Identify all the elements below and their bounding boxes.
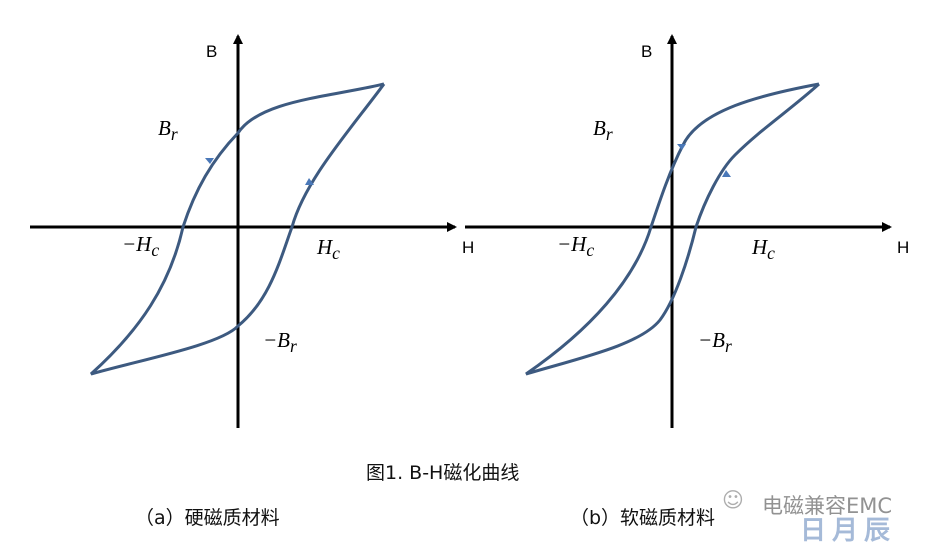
remanence-label: Br [158,116,178,145]
coercivity-label: Hc [317,235,340,264]
h-axis-label: H [462,238,475,257]
coercivity-symbol: H [317,235,333,259]
arrow-up-icon [722,170,731,177]
neg-coercivity-label: −Hc [557,232,594,261]
caption-b: （b）软磁质材料 [570,507,716,529]
remanence-label: Br [593,116,613,145]
caption-a: （a）硬磁质材料 [135,507,280,529]
figure-title: 图1. B-H磁化曲线 [366,462,520,484]
coercivity-label: Hc [752,235,775,264]
coercivity-subscript: c [586,240,595,261]
neg-remanence-symbol: −B [698,328,725,352]
neg-coercivity-symbol: −H [122,232,152,256]
neg-remanence-label: −Br [263,328,297,357]
remanence-subscript: r [170,124,178,145]
b-axis-label: B [206,42,218,61]
neg-remanence-symbol: −B [263,328,290,352]
arrow-down-icon [205,158,214,164]
coercivity-symbol: H [752,235,768,259]
remanence-subscript: r [290,336,297,357]
b-axis-label: B [641,42,653,61]
coercivity-subscript: c [332,243,340,264]
neg-coercivity-label: −Hc [122,232,159,261]
coercivity-subscript: c [767,243,775,264]
watermark-brand: 日月辰 [800,516,897,546]
hysteresis-loop-hard [89,82,386,376]
h-axis-label: H [897,238,910,257]
remanence-symbol: B [158,116,171,140]
watermark-text: 电磁兼容EMC [762,494,893,518]
arrow-down-icon [677,144,686,150]
remanence-symbol: B [593,116,606,140]
neg-coercivity-symbol: −H [557,232,587,256]
remanence-subscript: r [725,336,732,357]
remanence-subscript: r [605,124,613,145]
arrow-up-icon [305,178,314,185]
coercivity-subscript: c [151,240,160,261]
neg-remanence-label: −Br [698,328,732,357]
wechat-icon: ☺ [722,488,744,512]
